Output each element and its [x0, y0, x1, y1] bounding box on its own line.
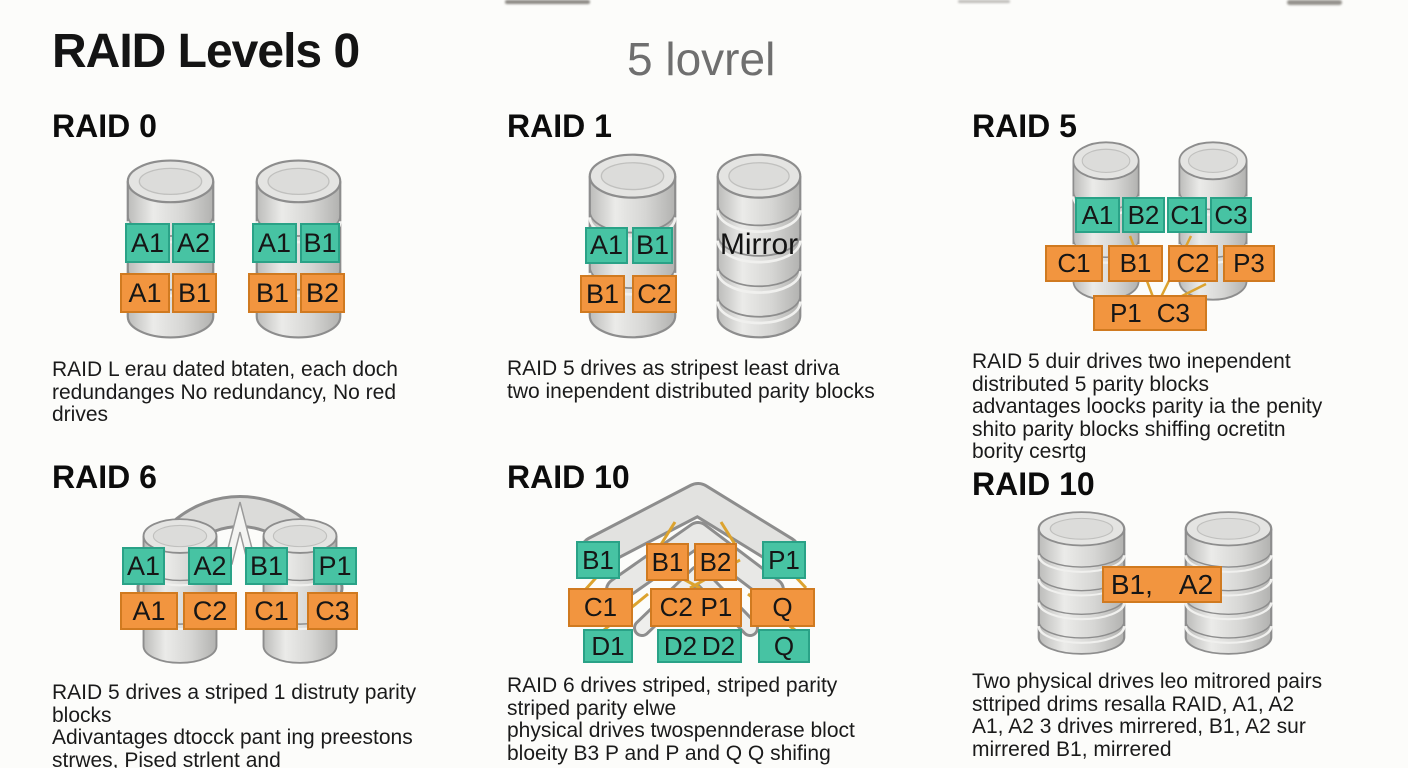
raid0-heading: RAID 0 [52, 108, 157, 144]
raid6-teal-block: A1 [122, 547, 165, 585]
description-line: drives [52, 403, 109, 426]
parity-label: P1 [1109, 297, 1142, 328]
raid10-teal-wide-block: D2 D2 [657, 629, 742, 663]
raid0-teal-block: A1 [252, 223, 297, 263]
raid10-mid-heading: RAID 10 [507, 459, 630, 495]
description-line: Adivantages dtocck pant ing preestons [52, 726, 413, 749]
raid10-right-heading: RAID 10 [972, 466, 1095, 502]
raid10-orange-wide-block: C2 P1 [650, 588, 742, 627]
raid10-orange-block: Q [750, 588, 815, 627]
raid1-orange-block: B1 [580, 275, 625, 313]
scan-smudge [505, 0, 590, 4]
raid0-orange-block: B1 [248, 273, 297, 313]
raid6-heading: RAID 6 [52, 459, 157, 495]
raid5-orange-block: B1 [1108, 245, 1163, 282]
description-line: RAID L erau dated btaten, each doch [52, 358, 398, 381]
raid5-description: RAID 5 duir drives two inependent distri… [972, 350, 1402, 464]
raid6-orange-block: C2 [183, 592, 237, 630]
raid6-orange-block: C3 [307, 592, 358, 630]
raid0-description: RAID L erau dated btaten, each doch redu… [52, 358, 462, 427]
description-line: RAID 5 drives as stripest least driva [507, 357, 840, 380]
description-line: advantages loocks parity ia the penity [972, 395, 1323, 418]
block-label: D2 [663, 630, 698, 661]
raid0-teal-block: B1 [300, 223, 340, 263]
raid6-orange-block: A1 [120, 592, 178, 630]
description-line: distributed 5 parity blocks [972, 372, 1209, 396]
raid6-teal-block: P1 [313, 547, 357, 585]
raid0-teal-block: A1 [125, 223, 170, 263]
raid1-teal-block: A1 [585, 227, 628, 264]
description-line: bloeity B3 P and P and Q Q shifing [507, 741, 831, 765]
raid5-teal-block: C1 [1167, 197, 1207, 233]
raid5-orange-block: C1 [1045, 245, 1103, 282]
block-label: P1 [700, 592, 733, 622]
description-line: mirrered B1, mirrered [972, 737, 1172, 761]
raid5-teal-block: B2 [1122, 197, 1165, 233]
disk-cylinder [262, 517, 338, 665]
raid10-teal-block: B1 [576, 541, 620, 579]
raid6-teal-block: B1 [245, 547, 288, 585]
raid0-orange-block: B2 [300, 273, 345, 313]
parity-label: C3 [1156, 297, 1190, 328]
description-line: RAID 6 drives striped, striped parity [507, 674, 838, 697]
raid10-mid-description: RAID 6 drives striped, striped parity st… [507, 674, 937, 765]
description-line: striped parity elwe [507, 696, 677, 720]
raid5-orange-block: C2 [1168, 245, 1218, 282]
description-line: sttriped drims resalla RAID, A1, A2 [972, 692, 1295, 716]
raid10-right-description: Two physical drives leo mitrored pairs s… [972, 670, 1408, 761]
raid5-parity-block: P1 C3 [1093, 295, 1207, 331]
raid10-teal-block: Q [758, 629, 810, 663]
description-line: shito parity blocks shiffing ocretitn [972, 417, 1286, 441]
block-label: B1, [1110, 568, 1153, 600]
scan-smudge [958, 0, 1010, 3]
raid5-orange-block: P3 [1223, 245, 1275, 282]
raid5-teal-block: C3 [1210, 197, 1252, 233]
raid1-description: RAID 5 drives as stripest least driva tw… [507, 357, 927, 403]
raid10-mirror-bar: B1, A2 [1102, 566, 1222, 603]
block-label: A2 [1178, 568, 1214, 600]
raid1-heading: RAID 1 [507, 108, 612, 144]
description-line: redundanges No redundancy, No red [52, 380, 397, 404]
description-line: physical drives twospennderase bloct [507, 719, 855, 742]
description-line: two inependent distributed parity blocks [507, 379, 875, 403]
description-line: RAID 5 drives a striped 1 distruty parit… [52, 681, 417, 704]
disk-cylinder [142, 517, 218, 665]
raid5-teal-block: A1 [1075, 197, 1120, 233]
mirror-label: Mirror [719, 228, 799, 261]
raid0-orange-block: B1 [172, 273, 217, 313]
description-line: bority cesrtg [972, 440, 1087, 463]
raid10-teal-block: P1 [762, 541, 806, 579]
raid6-orange-block: C1 [245, 592, 298, 630]
description-line: blocks [52, 703, 112, 727]
raid10-orange-block: B2 [694, 543, 737, 581]
raid1-teal-block: B1 [632, 227, 673, 264]
raid10-teal-block: D1 [583, 629, 633, 663]
description-line: strwes, Pised strlent and [52, 748, 281, 768]
page-subtitle: 5 lovrel [627, 33, 776, 85]
description-line: RAID 5 duir drives two inependent [972, 350, 1291, 373]
raid6-description: RAID 5 drives a striped 1 distruty parit… [52, 681, 492, 768]
description-line: A1, A2 3 drives mirrered, B1, A2 sur [972, 715, 1306, 738]
description-line: Two physical drives leo mitrored pairs [972, 670, 1323, 693]
block-label: D2 [701, 630, 736, 661]
raid5-heading: RAID 5 [972, 108, 1077, 144]
raid1-orange-block: C2 [632, 275, 677, 313]
page-title: RAID Levels 0 [52, 25, 360, 78]
raid0-orange-block: A1 [120, 273, 170, 313]
scan-smudge [1287, 0, 1342, 5]
raid6-teal-block: A2 [188, 547, 232, 585]
block-label: C2 [659, 592, 693, 622]
raid10-orange-block: B1 [646, 543, 689, 581]
raid10-orange-block: C1 [568, 588, 633, 627]
raid0-teal-block: A2 [172, 223, 215, 263]
